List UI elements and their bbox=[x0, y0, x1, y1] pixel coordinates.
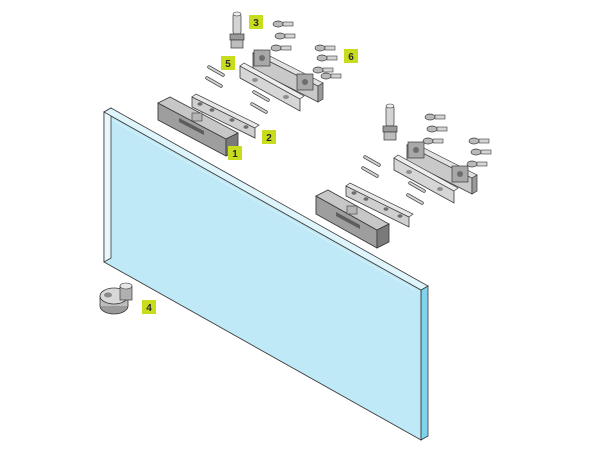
pivot-pin-right bbox=[382, 103, 398, 141]
callout-1-label: 1 bbox=[232, 149, 238, 160]
screw bbox=[424, 113, 446, 121]
floor-pivot bbox=[99, 282, 133, 315]
clamp-housing-left bbox=[157, 96, 239, 157]
screw bbox=[468, 137, 490, 145]
screw bbox=[316, 54, 338, 62]
clamp-plate-left bbox=[191, 93, 260, 139]
screws-left bbox=[270, 20, 342, 80]
screw bbox=[422, 137, 444, 145]
screw bbox=[470, 148, 492, 156]
dowel-pins-right bbox=[361, 155, 426, 205]
mounting-plate-right bbox=[406, 141, 478, 195]
callout-1: 1 bbox=[228, 146, 242, 160]
screw bbox=[272, 20, 294, 28]
callout-6-label: 6 bbox=[348, 52, 354, 63]
screw bbox=[320, 72, 342, 80]
callout-3-label: 3 bbox=[253, 18, 259, 29]
clamp-plate-right bbox=[345, 182, 414, 228]
callout-3: 3 bbox=[249, 15, 263, 29]
screw bbox=[314, 44, 336, 52]
screw bbox=[426, 125, 448, 133]
clamp-housing-right bbox=[315, 189, 390, 249]
callout-5-label: 5 bbox=[225, 59, 231, 70]
mounting-plate-left bbox=[252, 49, 324, 103]
glass-panel bbox=[103, 107, 429, 441]
screws-right bbox=[422, 113, 492, 168]
spacer-plate-left bbox=[239, 62, 305, 112]
callout-6: 6 bbox=[344, 49, 358, 63]
dowel-pins-left bbox=[205, 65, 270, 114]
callout-4: 4 bbox=[142, 300, 156, 314]
screw bbox=[270, 44, 292, 52]
spacer-plate-right bbox=[393, 154, 459, 204]
pivot-pin-left bbox=[229, 11, 245, 49]
callout-5: 5 bbox=[221, 56, 235, 70]
callout-2-label: 2 bbox=[266, 133, 272, 144]
screw bbox=[466, 160, 488, 168]
callout-4-label: 4 bbox=[146, 303, 152, 314]
screw bbox=[274, 32, 296, 40]
screw bbox=[312, 66, 334, 74]
callout-2: 2 bbox=[262, 130, 276, 144]
